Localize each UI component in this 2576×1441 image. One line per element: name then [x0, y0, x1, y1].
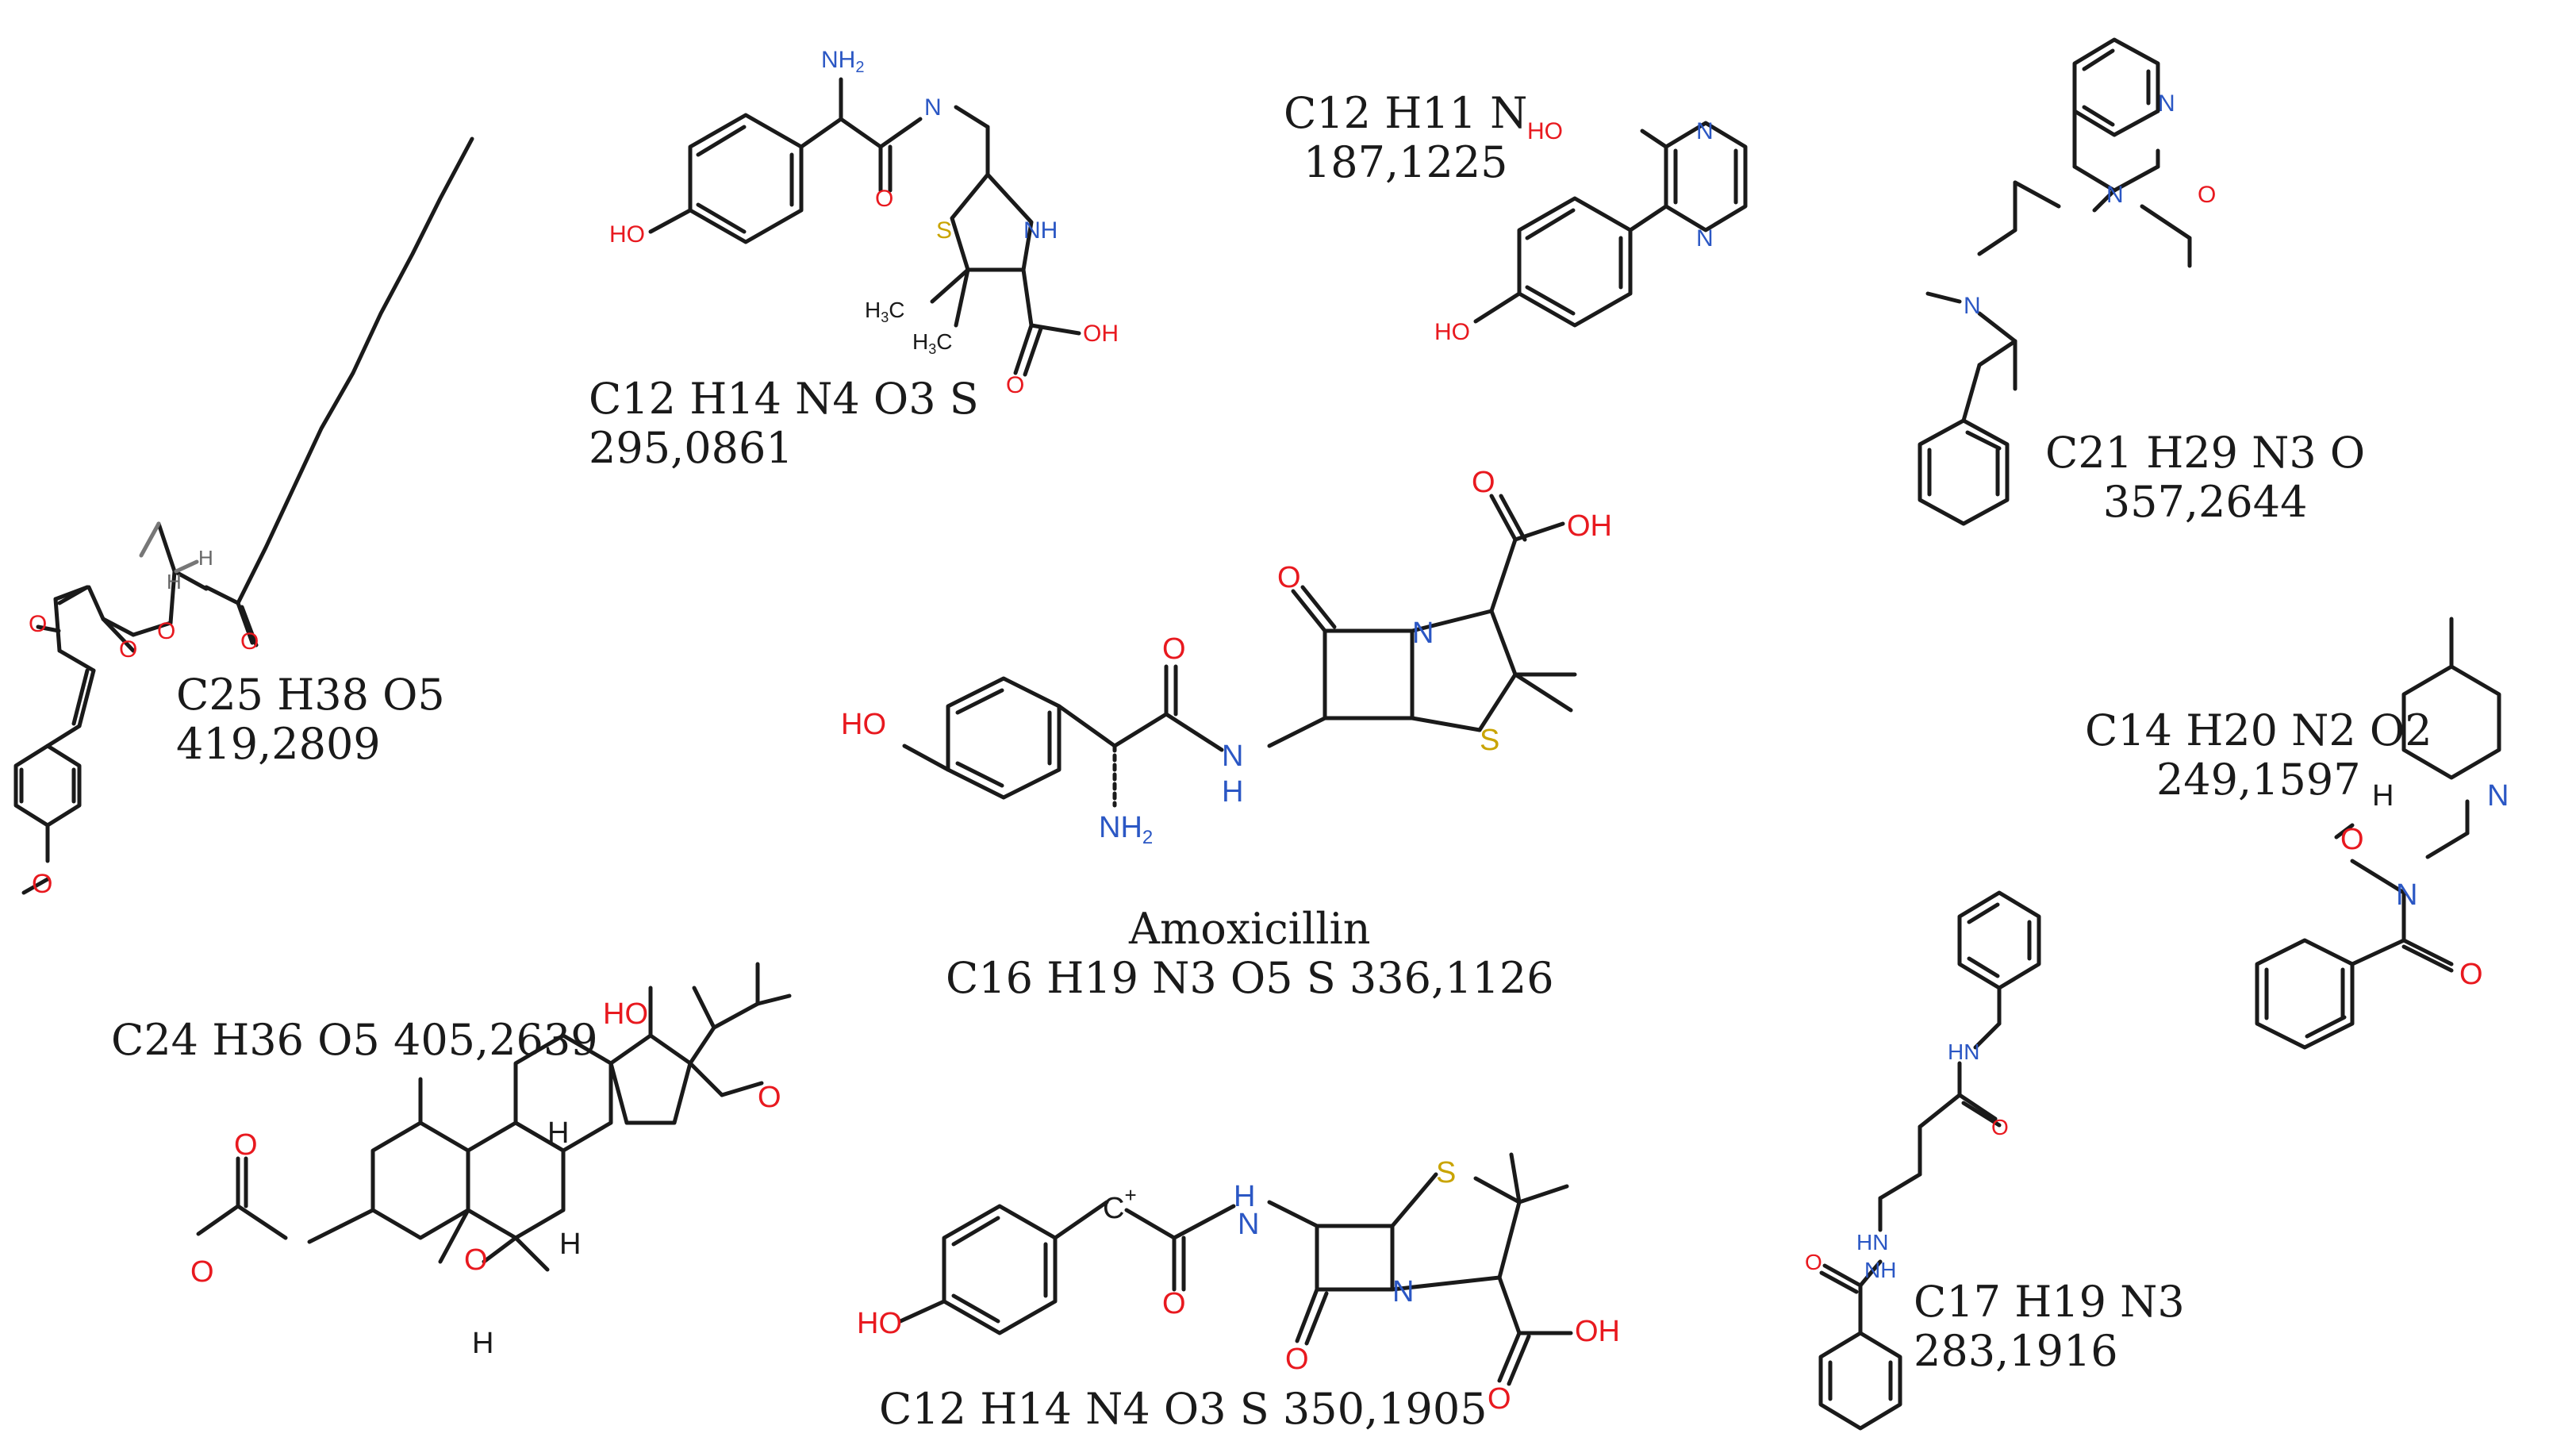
caption-carbocation: C12 H14 N4 O3 S 350,1905: [879, 1384, 1488, 1434]
atom-O: O: [2198, 182, 2216, 208]
atom-H: H: [472, 1327, 493, 1360]
structure-amoxicillin: [902, 494, 1577, 808]
formula: C12 H14 N4 O3 S: [589, 374, 979, 424]
atom-N: N: [2396, 878, 2417, 912]
atom-HO: HO: [1527, 118, 1563, 144]
atom-O: O: [758, 1081, 781, 1114]
atom-N: N: [1238, 1208, 1259, 1241]
atom-H: H: [2372, 779, 2394, 813]
atom-S: S: [936, 217, 952, 244]
atom-NH: NH: [1864, 1258, 1896, 1282]
caption-hydrazide: C17 H19 N3 283,1916: [1914, 1277, 2185, 1377]
atom-S: S: [1436, 1156, 1456, 1189]
mass: 249,1597: [2156, 755, 2361, 805]
atom-OH: OH: [1575, 1315, 1620, 1348]
atom-O: O: [1488, 1382, 1511, 1416]
compound-name: Amoxicillin: [1129, 904, 1371, 954]
atom-OH: OH: [1567, 509, 1612, 543]
atom-N: N: [2487, 779, 2509, 813]
atom-H: H: [167, 570, 182, 594]
atom-O: O: [1991, 1115, 2009, 1139]
atom-H: H: [559, 1228, 581, 1261]
atom-N: N: [1392, 1275, 1414, 1308]
atom-O: O: [190, 1255, 214, 1289]
atom-O: O: [240, 628, 259, 655]
structure-steroid: [196, 962, 792, 1272]
caption-pyrazine: C12 H11 N 187,1225: [1284, 88, 1528, 188]
caption-amide: C21 H29 N3 O 357,2644: [2045, 428, 2365, 527]
atom-O: O: [157, 618, 175, 644]
structure-amide: [1918, 37, 2192, 526]
structure-hydroxamate: [2255, 617, 2501, 1050]
atom-OH: OH: [1083, 321, 1119, 347]
atom-O: O: [1805, 1250, 1822, 1274]
atom-O: O: [1162, 632, 1186, 666]
formula-mass: C12 H14 N4 O3 S 350,1905: [879, 1384, 1488, 1434]
formula: C12 H11 N: [1284, 88, 1528, 138]
atom-HN: HN: [1948, 1039, 1979, 1064]
atom-O: O: [875, 186, 893, 212]
atom-HN: HN: [1856, 1230, 1888, 1255]
structure-penicilloyl: [648, 77, 1081, 377]
atom-NH: NH: [1023, 217, 1058, 244]
structure-carbocation: [898, 1152, 1573, 1386]
atom-O: O: [1162, 1287, 1186, 1320]
atom-N: N: [2158, 90, 2175, 117]
atom-H: H: [1222, 775, 1243, 809]
formula: C21 H29 N3 O: [2045, 428, 2366, 478]
atom-O: O: [2340, 823, 2364, 856]
atom-HO: HO: [841, 708, 886, 741]
atom-O: O: [1285, 1343, 1309, 1376]
atom-HO: HO: [603, 997, 648, 1031]
atom-O: O: [119, 636, 137, 663]
atom-N: N: [2106, 182, 2124, 208]
atom-N: N: [924, 94, 942, 121]
formula: C17 H19 N3: [1914, 1277, 2185, 1327]
atom-O: O: [464, 1243, 488, 1277]
atom-O: O: [1006, 372, 1024, 398]
formula: C14 H20 N2 O2: [2085, 705, 2432, 755]
mass: 283,1916: [1914, 1326, 2118, 1377]
formula-mass: C16 H19 N3 O5 S 336,1126: [946, 953, 1554, 1004]
atom-N: N: [1412, 617, 1434, 650]
structure-hydrazide: [1818, 890, 2041, 1431]
atom-C-plus: C+: [1103, 1183, 1137, 1225]
mass: 419,2809: [176, 719, 381, 770]
mass: 295,0861: [589, 423, 793, 474]
atom-NH2: NH2: [821, 47, 864, 76]
atom-O: O: [234, 1128, 258, 1162]
formula-mass: C24 H36 O5 405,2639: [111, 1015, 598, 1065]
structure-ester: [13, 136, 474, 895]
atom-NH2: NH2: [1099, 811, 1153, 848]
atom-N: N: [1964, 293, 1981, 319]
atom-S: S: [1480, 724, 1499, 757]
formula: C25 H38 O5: [176, 670, 445, 720]
atom-O: O: [29, 611, 47, 637]
atom-NH: N: [1222, 740, 1243, 773]
atom-H3C: H3C: [912, 329, 952, 357]
mass: 357,2644: [2102, 477, 2308, 528]
caption-ester: C25 H38 O5 419,2809: [176, 670, 445, 770]
atom-O: O: [32, 869, 52, 899]
atom-O: O: [1472, 466, 1495, 499]
atom-O: O: [1277, 561, 1301, 594]
atom-HO: HO: [857, 1307, 902, 1340]
atom-H3C: H3C: [865, 298, 904, 325]
atom-H: H: [198, 546, 213, 570]
atom-HO: HO: [609, 221, 645, 248]
atom-N: N: [1696, 225, 1714, 252]
caption-hydroxamate: C14 H20 N2 O2 249,1597: [2085, 705, 2432, 805]
mass: 187,1225: [1303, 137, 1508, 188]
atom-H: H: [547, 1116, 569, 1150]
atom-O: O: [2459, 958, 2483, 991]
caption-penicilloyl: C12 H14 N4 O3 S 295,0861: [589, 374, 979, 474]
caption-amoxicillin: Amoxicillin C16 H19 N3 O5 S 336,1126: [946, 904, 1554, 1004]
structure-pyrazine: [1473, 121, 1748, 328]
atom-N: N: [1696, 118, 1714, 144]
atom-NH: H: [1234, 1180, 1255, 1213]
caption-steroid: C24 H36 O5 405,2639: [111, 1015, 598, 1065]
atom-HO: HO: [1434, 319, 1470, 345]
